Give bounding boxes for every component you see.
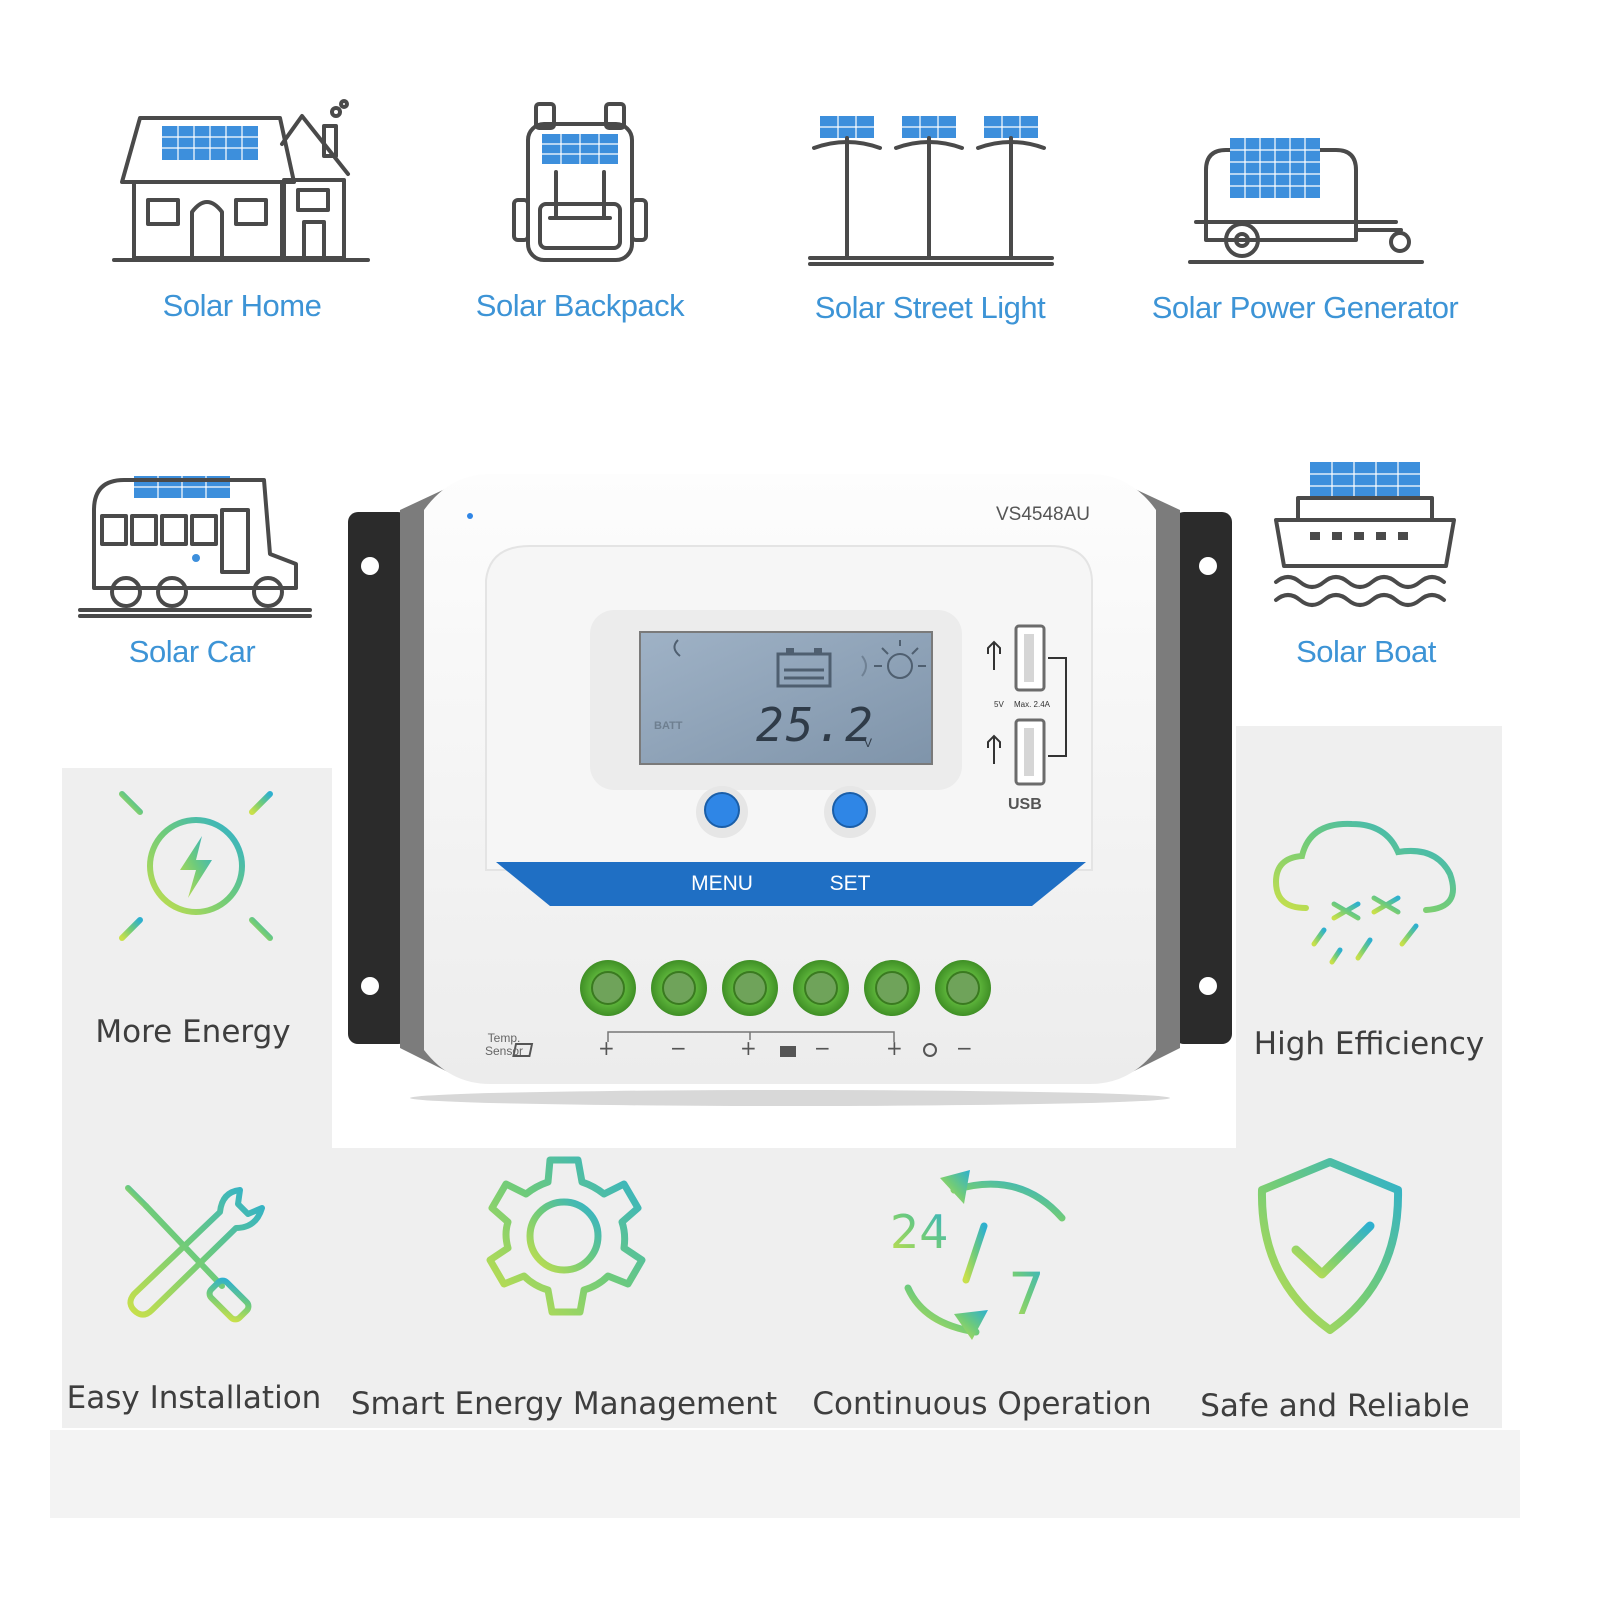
usb-port-upper[interactable] — [1016, 626, 1044, 690]
usb-port-lower[interactable] — [1016, 720, 1044, 784]
cloud-snow-icon — [1266, 812, 1466, 972]
temp-sensor-line1: Temp. — [487, 1031, 521, 1045]
terminal-5[interactable] — [864, 960, 920, 1016]
solar-street-light-icon — [806, 108, 1056, 268]
lcd-value: 25.2 — [756, 698, 875, 752]
set-label: SET — [829, 872, 871, 895]
terminal-3[interactable] — [722, 960, 778, 1016]
app-label-solar-street-light: Solar Street Light — [814, 290, 1046, 325]
temp-sensor-line2: Sensor — [484, 1044, 524, 1058]
feature-label-continuous: Continuous Operation — [812, 1386, 1152, 1422]
usb-spec-current: Max. 2.4A — [1014, 700, 1051, 709]
24-7-icon: 24 7 — [880, 1164, 1080, 1344]
charge-controller — [340, 470, 1240, 1110]
pv-minus: − — [670, 1036, 687, 1060]
svg-text:24: 24 — [890, 1205, 949, 1259]
feature-label-more-energy: More Energy — [95, 1014, 291, 1050]
lcd-unit: V — [864, 736, 873, 750]
terminal-4[interactable] — [793, 960, 849, 1016]
feature-label-high-efficiency: High Efficiency — [1253, 1026, 1485, 1062]
menu-label: MENU — [691, 872, 753, 895]
footer-strip — [50, 1430, 1520, 1518]
usb-label: USB — [1008, 796, 1042, 813]
feature-label-safe-reliable: Safe and Reliable — [1200, 1388, 1470, 1424]
usb-spec-voltage: 5V — [994, 700, 1004, 709]
tools-icon — [110, 1176, 280, 1326]
pv-plus: + — [598, 1036, 615, 1060]
solar-generator-icon — [1186, 130, 1426, 270]
app-label-solar-home: Solar Home — [162, 288, 322, 323]
gear-icon — [464, 1152, 664, 1332]
lcd-batt-label: BATT — [654, 720, 683, 732]
shield-check-icon — [1240, 1156, 1420, 1336]
terminal-2[interactable] — [651, 960, 707, 1016]
batt-plus: + — [740, 1036, 757, 1060]
menu-button[interactable] — [705, 793, 739, 827]
solar-car-icon — [78, 470, 312, 620]
feature-label-easy-installation: Easy Installation — [66, 1380, 322, 1416]
terminal-marks: + − + − + − — [590, 1036, 990, 1066]
load-minus: − — [956, 1036, 973, 1060]
batt-minus: − — [814, 1036, 831, 1060]
sun-bolt-icon — [86, 770, 306, 970]
app-label-solar-generator: Solar Power Generator — [1151, 290, 1459, 325]
feature-label-smart-energy: Smart Energy Management — [350, 1386, 778, 1422]
terminal-1[interactable] — [580, 960, 636, 1016]
solar-home-icon — [112, 96, 372, 266]
model-number: VS4548AU — [996, 504, 1091, 525]
temp-sensor-label: Temp. Sensor — [472, 1032, 536, 1058]
solar-backpack-icon — [510, 100, 650, 266]
app-label-solar-car: Solar Car — [128, 634, 256, 669]
terminal-6[interactable] — [935, 960, 991, 1016]
set-button[interactable] — [833, 793, 867, 827]
svg-text:7: 7 — [1008, 1260, 1045, 1328]
load-plus: + — [886, 1036, 903, 1060]
app-label-solar-backpack: Solar Backpack — [475, 288, 685, 323]
app-label-solar-boat: Solar Boat — [1296, 634, 1436, 669]
solar-boat-icon — [1270, 456, 1460, 616]
